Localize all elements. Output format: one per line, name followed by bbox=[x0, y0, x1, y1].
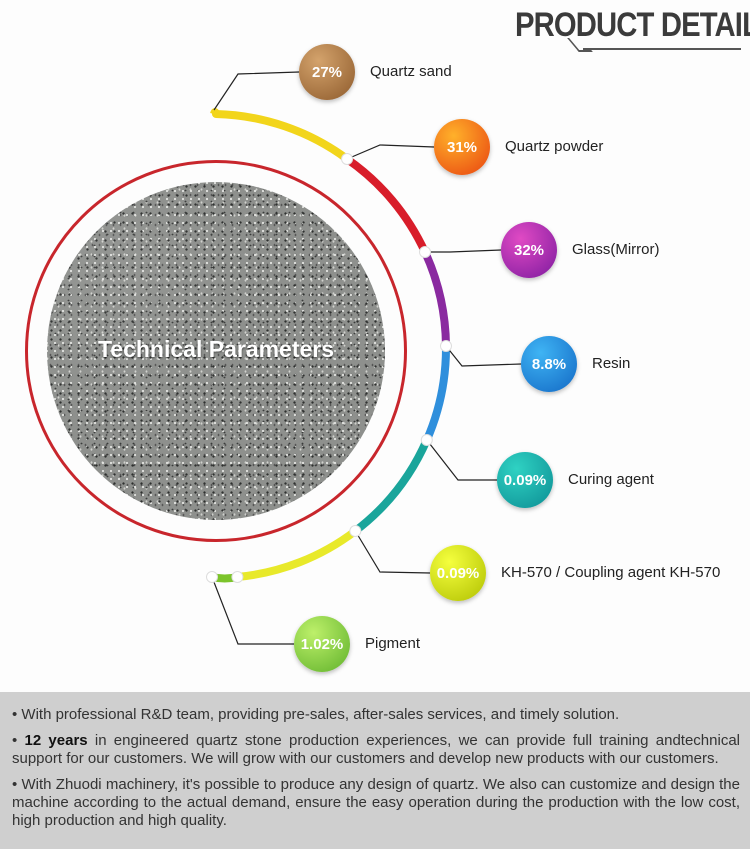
component-percent-3: 32% bbox=[513, 241, 545, 259]
component-percent-2: 31% bbox=[446, 138, 478, 156]
leader-line-2 bbox=[346, 144, 435, 160]
note-1-text: With professional R&D team, providing pr… bbox=[21, 706, 620, 723]
component-percent-6: 0.09% bbox=[436, 564, 480, 582]
note-2: • 12 years in engineered quartz stone pr… bbox=[12, 732, 740, 767]
component-percent-7: 1.02% bbox=[300, 635, 344, 653]
component-label-7: Pigment bbox=[365, 635, 421, 652]
component-bubble-6: 0.09% bbox=[430, 545, 486, 601]
arc-junction-dot-6 bbox=[231, 571, 244, 583]
arc-segment-4 bbox=[422, 342, 450, 444]
leader-line-7 bbox=[211, 576, 294, 645]
leader-line-3 bbox=[425, 249, 502, 253]
product-details-diagram: PRODUCT DETAILS Technical Parameters 27%… bbox=[25, 4, 750, 672]
arc-segment-3 bbox=[421, 248, 450, 350]
title-block: PRODUCT DETAILS bbox=[505, 4, 750, 52]
arc-segment-1 bbox=[212, 110, 352, 163]
arc-segment-6 bbox=[233, 527, 360, 581]
component-label-2: Quartz powder bbox=[505, 138, 604, 155]
component-bubble-7: 1.02% bbox=[294, 616, 350, 672]
quartz-sample-disc bbox=[47, 182, 385, 520]
note-1: • With professional R&D team, providing … bbox=[12, 706, 620, 723]
note-3: • With Zhuodi machinery, it's possible t… bbox=[12, 776, 740, 829]
component-bubble-2: 31% bbox=[434, 119, 490, 175]
composition-arc bbox=[206, 71, 522, 645]
outer-red-ring bbox=[25, 160, 407, 542]
note-2-text: in engineered quartz stone production ex… bbox=[12, 732, 740, 767]
component-label-5: Curing agent bbox=[568, 471, 654, 488]
component-label-4: Resin bbox=[592, 355, 631, 372]
note-3-text: With Zhuodi machinery, it's possible to … bbox=[12, 776, 740, 829]
component-percent-5: 0.09% bbox=[503, 471, 547, 489]
arc-segment-5 bbox=[351, 436, 431, 535]
component-bubble-5: 0.09% bbox=[497, 452, 553, 508]
arc-junction-dot-5 bbox=[349, 525, 362, 537]
component-bubble-1: 27% bbox=[299, 44, 355, 100]
component-label-6: KH-570 / Coupling agent KH-570 bbox=[501, 564, 721, 581]
leader-line-5 bbox=[426, 439, 497, 481]
component-bubble-3: 32% bbox=[501, 222, 557, 278]
arc-junction-dot-2 bbox=[419, 246, 432, 258]
info-panel: • With professional R&D team, providing … bbox=[0, 692, 750, 849]
arc-junction-dot-3 bbox=[439, 340, 452, 352]
component-percent-1: 27% bbox=[311, 63, 343, 81]
arc-end-dot bbox=[206, 571, 218, 583]
page-title: PRODUCT DETAILS bbox=[515, 6, 750, 44]
disc-label: Technical Parameters bbox=[97, 336, 335, 362]
arc-junction-dot-4 bbox=[420, 434, 433, 446]
component-bubble-4: 8.8% bbox=[521, 336, 577, 392]
component-percent-4: 8.8% bbox=[531, 355, 567, 373]
title-underline bbox=[583, 48, 741, 50]
leader-line-4 bbox=[445, 345, 522, 367]
leader-line-6 bbox=[354, 530, 431, 574]
arc-start-stub bbox=[210, 108, 220, 116]
note-2-bold: 12 years bbox=[24, 732, 88, 749]
arc-segment-2 bbox=[343, 155, 430, 256]
component-label-3: Glass(Mirror) bbox=[572, 241, 660, 258]
arc-junction-dot-1 bbox=[341, 153, 354, 165]
component-label-1: Quartz sand bbox=[370, 63, 452, 80]
leader-line-1 bbox=[213, 71, 300, 111]
